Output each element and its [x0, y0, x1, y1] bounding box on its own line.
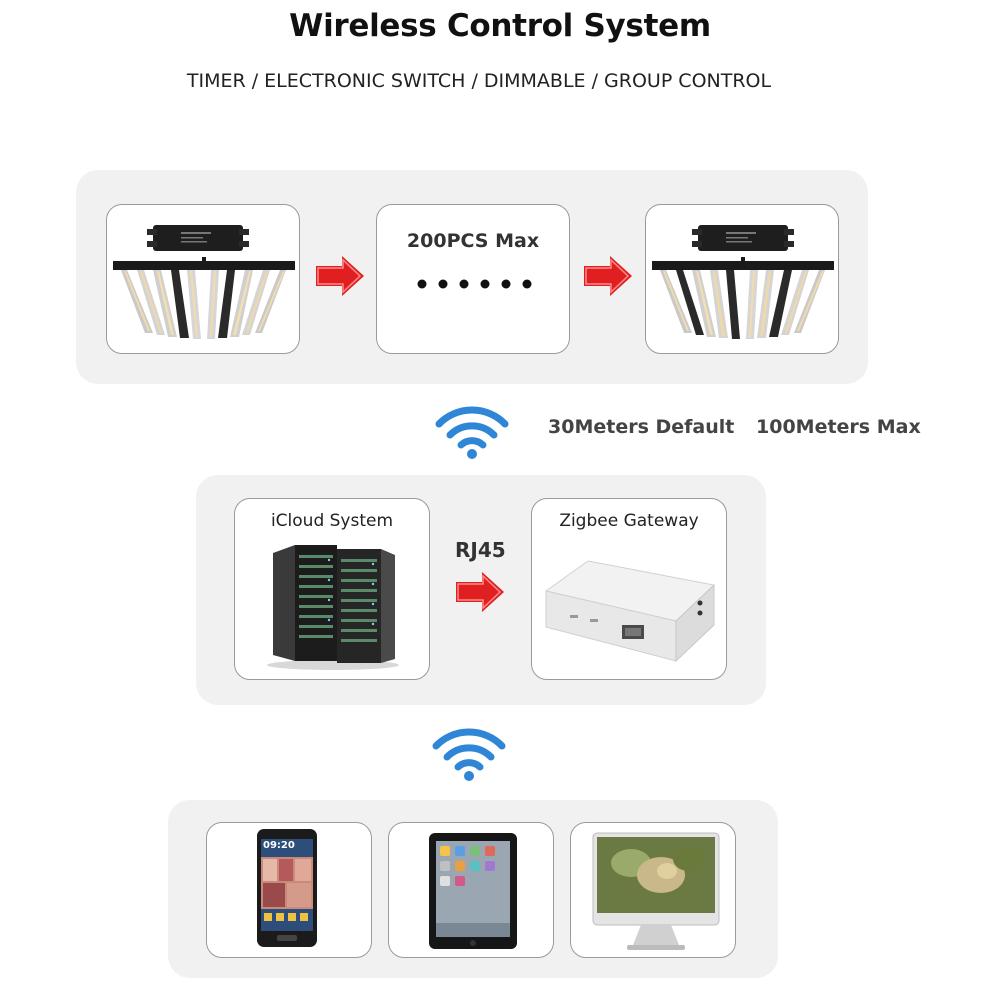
wifi-icon [435, 406, 509, 459]
icloud-system-label: iCloud System [270, 511, 394, 531]
zigbee-gateway-card: Zigbee Gateway [531, 498, 727, 680]
max-count-card: 200PCS Max [376, 204, 570, 354]
phone-clock: 09:20 [263, 840, 295, 851]
grow-light-card-right [645, 204, 839, 354]
zigbee-gateway-label: Zigbee Gateway [559, 511, 699, 531]
desktop-monitor-icon [592, 832, 720, 950]
max-count-label: 200PCS Max [406, 230, 540, 252]
wifi-icon [432, 728, 506, 781]
icloud-system-card: iCloud System [234, 498, 430, 680]
arrow-right-icon [584, 256, 632, 296]
smartphone-icon [257, 829, 317, 947]
grow-light-icon [113, 225, 295, 339]
server-rack-icon [267, 545, 399, 670]
page-title: Wireless Control System [289, 8, 711, 44]
ellipsis-dots-icon [417, 279, 532, 289]
arrow-right-icon [456, 572, 504, 612]
arrow-right-icon [316, 256, 364, 296]
gateway-device-icon [544, 560, 716, 663]
smartphone-card: 09:20 [206, 822, 372, 958]
range-max-label: 100Meters Max [756, 416, 921, 438]
rj45-label: RJ45 [455, 538, 506, 562]
tablet-icon [429, 833, 517, 949]
grow-light-card-left [106, 204, 300, 354]
range-default-label: 30Meters Default [548, 416, 735, 438]
grow-light-icon [652, 225, 834, 339]
page-subtitle: TIMER / ELECTRONIC SWITCH / DIMMABLE / G… [186, 70, 772, 92]
tablet-card [388, 822, 554, 958]
monitor-card [570, 822, 736, 958]
